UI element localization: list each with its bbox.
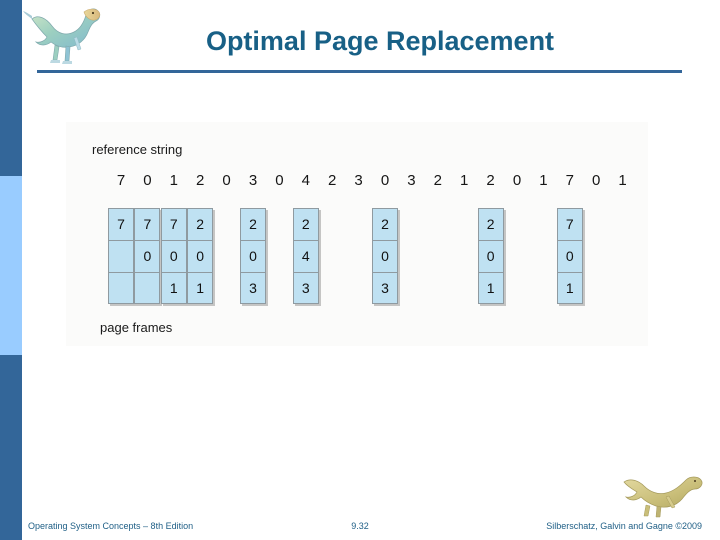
page-frame-cell: 7 (556, 208, 583, 240)
reference-string-value: 2 (486, 172, 495, 189)
sidebar-accent-top (0, 0, 22, 176)
reference-string-value: 3 (407, 172, 416, 189)
reference-string-value: 1 (460, 172, 469, 189)
reference-string-value: 0 (275, 172, 284, 189)
page-title: Optimal Page Replacement (205, 26, 555, 56)
reference-string-value: 1 (539, 172, 548, 189)
page-frame-cell: 0 (240, 240, 266, 272)
reference-string-value: 3 (248, 172, 258, 189)
page-frame-cell: 2 (477, 208, 504, 240)
page-frame-cell: 7 (160, 208, 187, 240)
reference-string-label: reference string (92, 142, 183, 157)
page-frame-cell-empty (108, 240, 134, 272)
reference-string-value: 3 (354, 172, 363, 189)
footer-left-text: Operating System Concepts – 8th Edition (28, 521, 194, 531)
page-frame-cell-empty (108, 272, 134, 304)
reference-string-value: 2 (433, 172, 442, 189)
page-frame-cell: 3 (292, 272, 319, 304)
reference-string-value: 1 (169, 172, 178, 189)
dinosaur-footer-icon (620, 468, 706, 520)
reference-string-value: 0 (143, 172, 152, 189)
footer-slide-number: 9.32 (351, 521, 369, 531)
reference-string-value: 0 (222, 172, 231, 189)
page-frame-cell: 1 (556, 272, 583, 304)
page-frame-cell-empty (134, 272, 161, 304)
page-frame-cell: 3 (240, 272, 266, 304)
page-frame-column: 7 (108, 208, 134, 304)
page-frame-cell: 7 (134, 208, 161, 240)
page-frame-cell: 2 (292, 208, 319, 240)
page-frame-cell: 1 (477, 272, 504, 304)
page-frame-cell: 2 (187, 208, 214, 240)
dinosaur-logo-icon (22, 2, 106, 68)
page-frame-cell: 0 (160, 240, 187, 272)
reference-string-value: 0 (380, 172, 390, 189)
title-underline (37, 70, 682, 73)
page-frame-cell: 0 (477, 240, 504, 272)
reference-string-value: 4 (301, 172, 310, 189)
page-frame-cell: 4 (292, 240, 319, 272)
footer-copyright: Silberschatz, Galvin and Gagne ©2009 (546, 521, 702, 531)
page-frames-label: page frames (100, 320, 173, 335)
reference-string-value: 2 (328, 172, 337, 189)
page-frame-cell: 1 (187, 272, 214, 304)
sidebar-accent-bottom (0, 355, 22, 540)
page-frame-cell: 0 (187, 240, 214, 272)
page-frame-cell: 7 (108, 208, 134, 240)
page-frame-cell: 0 (372, 240, 398, 272)
reference-string-value: 2 (196, 172, 205, 189)
sidebar-accent-middle (0, 176, 22, 355)
reference-string-value: 7 (565, 172, 574, 189)
page-frame-cell: 0 (134, 240, 161, 272)
page-frame-cell: 0 (556, 240, 583, 272)
reference-string-value: 0 (512, 172, 522, 189)
page-frame-cell: 2 (372, 208, 398, 240)
page-frame-cell: 3 (372, 272, 398, 304)
reference-string-value: 7 (116, 172, 126, 189)
page-frame-cell: 1 (160, 272, 187, 304)
page-frame-cell: 2 (240, 208, 266, 240)
reference-string-value: 0 (592, 172, 601, 189)
reference-string-value: 1 (618, 172, 627, 189)
